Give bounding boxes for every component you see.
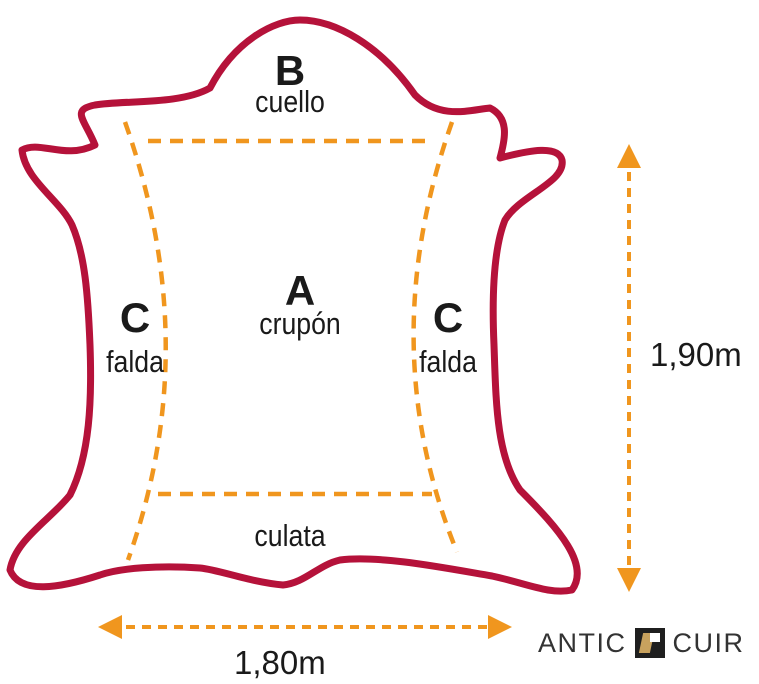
- right-belly-boundary-line: [411, 121, 460, 553]
- brand-logo: ANTIC CUIR: [538, 626, 745, 660]
- butt-letter: A: [284, 267, 316, 314]
- dimension-arrows: [98, 144, 641, 639]
- width-measure: 1,80m: [234, 644, 326, 681]
- right-belly-name: falda: [419, 344, 477, 379]
- brand-left-word: ANTIC: [538, 627, 627, 658]
- height-measure: 1,90m: [650, 336, 742, 373]
- shoulder-name: culata: [254, 518, 326, 553]
- brand-right-word: CUIR: [672, 627, 745, 658]
- neck-letter: B: [274, 47, 306, 94]
- right-belly-letter: C: [432, 294, 464, 341]
- zone-dashed-lines: [122, 121, 460, 561]
- neck-name: cuello: [255, 84, 325, 119]
- left-belly-name: falda: [106, 344, 164, 379]
- left-belly-letter: C: [119, 294, 151, 341]
- brand-mark-icon: [634, 628, 665, 658]
- butt-name: crupón: [259, 306, 341, 341]
- left-belly-boundary-line: [122, 121, 168, 561]
- hide-outline: [6, 16, 581, 595]
